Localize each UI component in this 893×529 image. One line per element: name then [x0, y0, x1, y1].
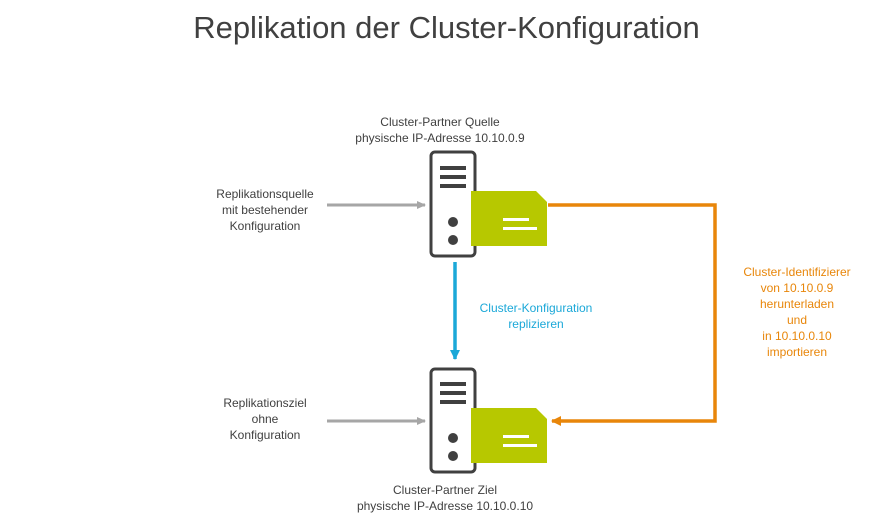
source-config-card-icon [471, 191, 547, 246]
target-input-line: Replikationsziel [223, 396, 307, 410]
identifier-line: von 10.10.0.9 [760, 281, 834, 295]
identifier-line: importieren [766, 345, 828, 359]
target-partner-name: Cluster-Partner Ziel [392, 483, 498, 497]
source-input-line: mit bestehender [221, 203, 309, 217]
target-input-line: Konfiguration [229, 428, 301, 442]
replication-line: Cluster-Konfiguration [479, 301, 593, 315]
diagram-title: Replikation der Cluster-Konfiguration [193, 10, 700, 45]
identifier-line: in 10.10.0.10 [762, 329, 832, 343]
source-input-line: Konfiguration [229, 219, 301, 233]
target-partner-label: Cluster-Partner Ziel physische IP-Adress… [305, 482, 585, 514]
source-partner-label: Cluster-Partner Quelle physische IP-Adre… [300, 114, 580, 146]
identifier-line: und [786, 313, 808, 327]
target-partner-ip: physische IP-Adresse 10.10.0.10 [356, 499, 534, 513]
replication-line: replizieren [508, 317, 564, 331]
source-partner-ip: physische IP-Adresse 10.10.0.9 [355, 131, 525, 145]
source-server-icon [429, 150, 477, 258]
identifier-line: herunterladen [759, 297, 835, 311]
target-input-line: ohne [251, 412, 279, 426]
identifier-label: Cluster-Identifizierer von 10.10.0.9 her… [722, 264, 872, 360]
source-input-label: Replikationsquelle mit bestehender Konfi… [190, 186, 340, 234]
replication-label: Cluster-Konfiguration replizieren [456, 300, 616, 332]
target-server-icon [429, 367, 477, 474]
target-config-card-icon [471, 408, 547, 463]
identifier-line: Cluster-Identifizierer [743, 265, 851, 279]
source-input-line: Replikationsquelle [216, 187, 314, 201]
target-input-label: Replikationsziel ohne Konfiguration [190, 395, 340, 443]
identifier-path-arrow [548, 203, 717, 426]
source-partner-name: Cluster-Partner Quelle [380, 115, 500, 129]
